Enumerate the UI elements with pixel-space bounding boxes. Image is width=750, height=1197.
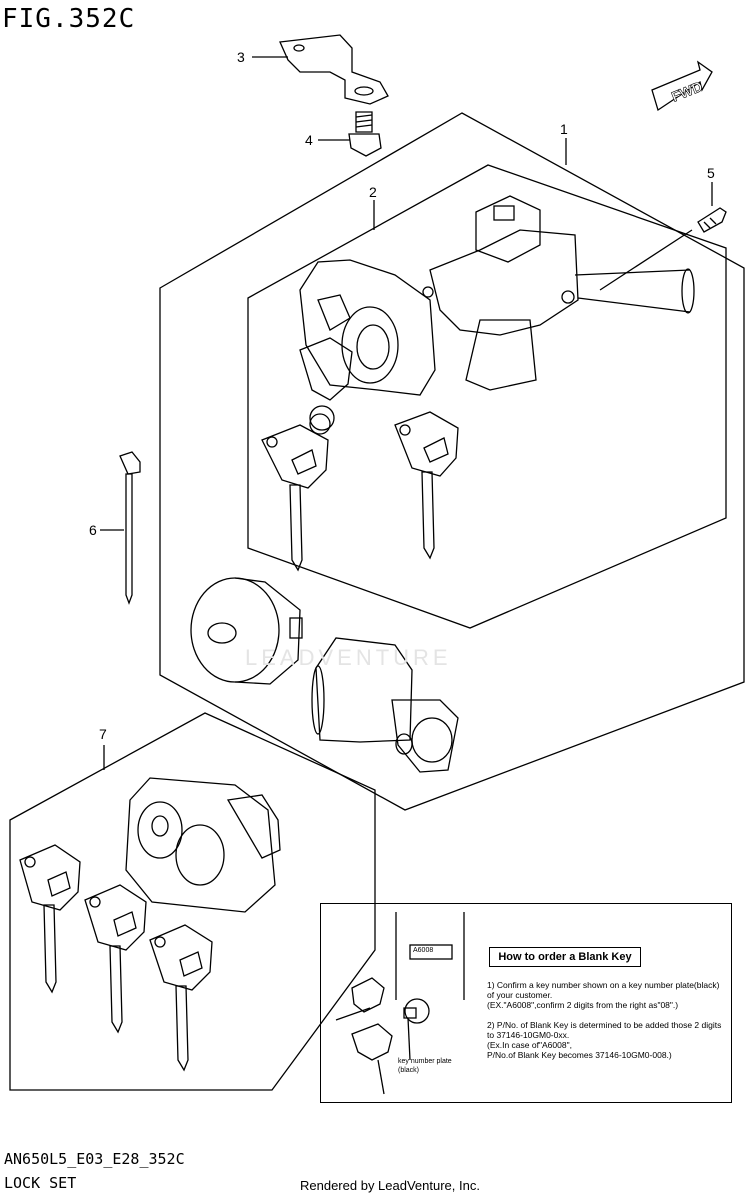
key-right bbox=[394, 411, 459, 560]
callout-4: 4 bbox=[305, 132, 313, 148]
callout-7: 7 bbox=[99, 726, 107, 742]
bolt-part-4 bbox=[348, 111, 382, 157]
instruction-line: to 37146-10GM0-0xx. bbox=[487, 1030, 570, 1040]
key-left bbox=[261, 424, 329, 572]
assembly-1-frame bbox=[159, 112, 745, 811]
callout-6: 6 bbox=[89, 522, 97, 538]
screw-part-5 bbox=[697, 207, 727, 233]
plate-label-line1: key number plate bbox=[398, 1058, 452, 1065]
ignition-switch-body bbox=[299, 195, 695, 396]
instruction-line: P/No.of Blank Key becomes 37146-10GM0-00… bbox=[487, 1050, 672, 1060]
assembly-2-frame bbox=[247, 164, 727, 629]
keychain-fob bbox=[299, 337, 353, 435]
figure-title: FIG.352C bbox=[2, 4, 136, 34]
lock-set-key-a bbox=[19, 844, 81, 994]
callout-2: 2 bbox=[369, 184, 377, 200]
bracket-part-3 bbox=[279, 34, 389, 105]
callout-5: 5 bbox=[707, 165, 715, 181]
assembly-7-frame bbox=[9, 712, 376, 1091]
lock-set-part-7 bbox=[125, 777, 281, 913]
instruction-line: of your customer. bbox=[487, 990, 553, 1000]
key-number-plate-illustration bbox=[335, 912, 465, 1095]
blank-key-title: How to order a Blank Key bbox=[489, 947, 641, 967]
seat-lock bbox=[311, 637, 459, 773]
instruction-line: 2) P/No. of Blank Key is determined to b… bbox=[487, 1020, 722, 1030]
model-code: AN650L5_E03_E28_352C bbox=[4, 1150, 185, 1168]
plate-code: A6008 bbox=[413, 947, 434, 954]
figure-name: LOCK SET bbox=[4, 1174, 77, 1192]
plate-label-line2: (black) bbox=[398, 1067, 420, 1074]
lock-set-key-b bbox=[84, 884, 147, 1034]
fuel-cap-lock bbox=[190, 577, 303, 685]
lock-set-key-c bbox=[149, 924, 213, 1072]
fwd-arrow-icon bbox=[651, 60, 713, 112]
blank-key-info-box bbox=[320, 903, 732, 1103]
watermark: LEADVENTURE bbox=[245, 645, 452, 670]
instruction-line: (EX."A6008",confirm 2 digits from the ri… bbox=[487, 1000, 679, 1010]
callout-1: 1 bbox=[560, 121, 568, 137]
callout-3: 3 bbox=[237, 49, 245, 65]
cable-tie-part-6 bbox=[119, 451, 141, 605]
rendered-by-credit: Rendered by LeadVenture, Inc. bbox=[300, 1178, 480, 1193]
instruction-line: 1) Confirm a key number shown on a key n… bbox=[487, 980, 720, 990]
instruction-line: (Ex.In case of"A6008", bbox=[487, 1040, 572, 1050]
